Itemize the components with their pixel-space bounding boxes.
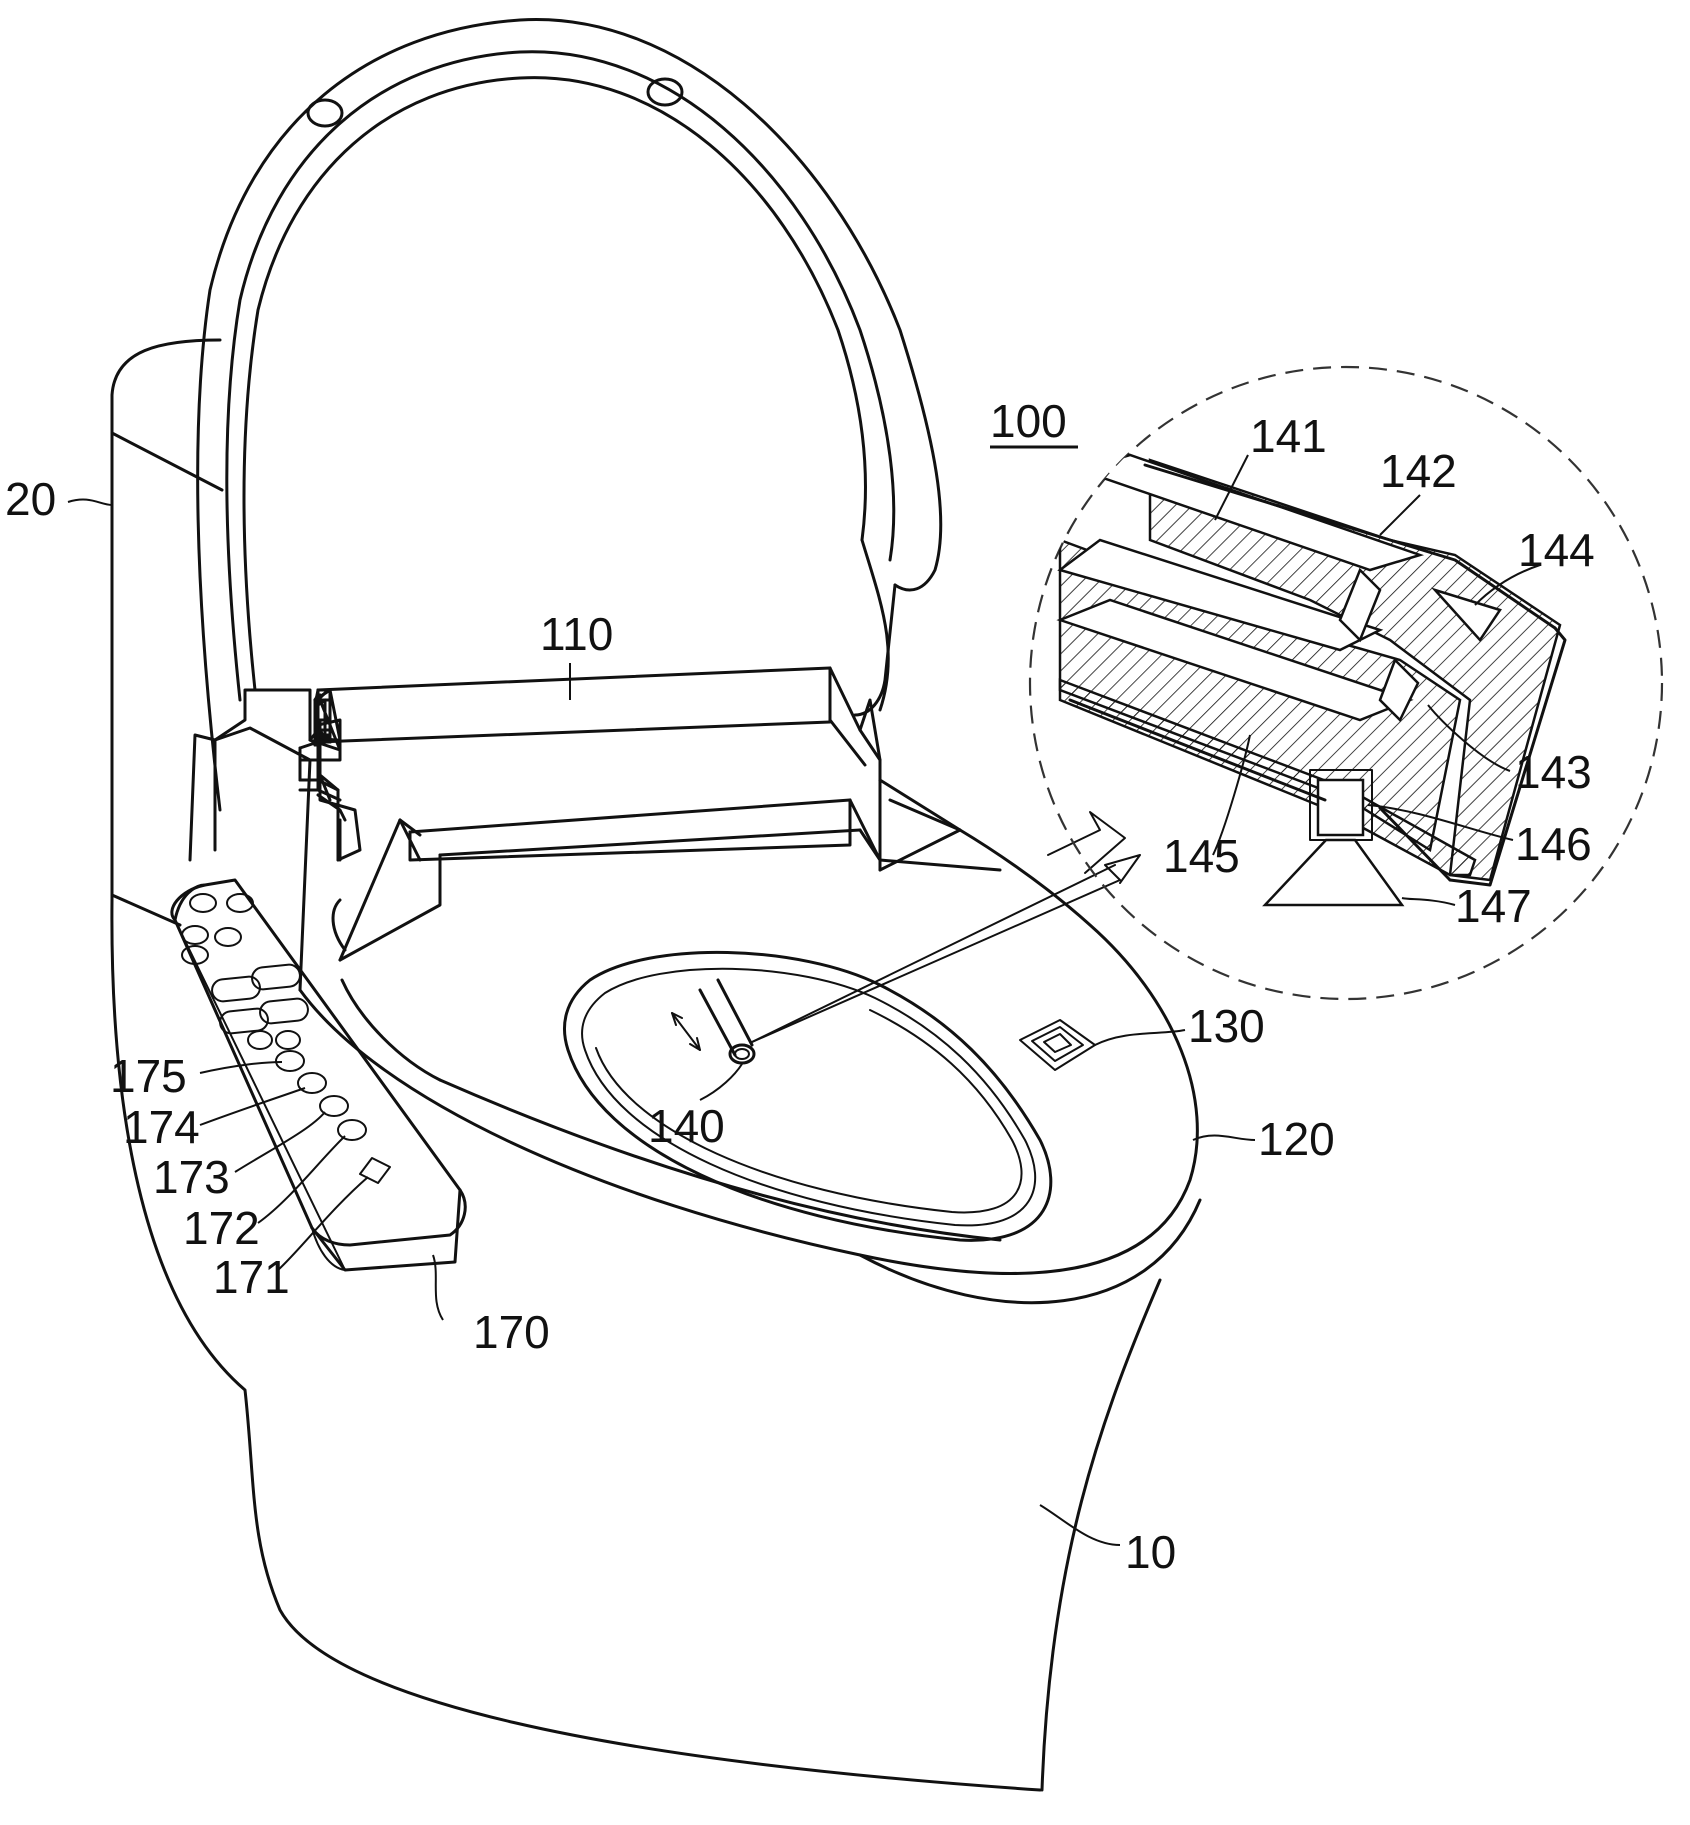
outlet-146 — [1316, 778, 1365, 837]
toilet-seat — [188, 726, 1202, 1305]
label-172: 172 — [183, 1202, 260, 1254]
button-175 — [275, 1050, 305, 1072]
water-tank — [110, 338, 224, 927]
leader-143 — [1427, 704, 1511, 772]
leader-174 — [199, 1087, 306, 1126]
label-141: 141 — [1250, 410, 1327, 462]
control-panel — [170, 878, 467, 1272]
label-145: 145 — [1163, 830, 1240, 882]
leader-171 — [277, 1176, 369, 1271]
leader-130 — [1094, 1029, 1186, 1046]
nozzle — [671, 978, 756, 1065]
leader-10 — [1039, 1504, 1121, 1546]
label-110: 110 — [540, 608, 613, 660]
button-171 — [359, 1157, 391, 1184]
label-174: 174 — [123, 1101, 200, 1153]
leader-120 — [1192, 1134, 1256, 1141]
label-175: 175 — [110, 1050, 187, 1102]
leader-141 — [1214, 454, 1249, 521]
leader-146 — [1367, 804, 1514, 841]
label-130: 130 — [1188, 1000, 1265, 1052]
leader-147 — [1401, 897, 1456, 906]
detail-arrow — [751, 811, 1141, 1043]
lid-hinge-hole-right — [646, 77, 684, 107]
label-170: 170 — [473, 1306, 550, 1358]
reference-labels: 20 100 110 120 130 140 10 170 171 172 17… — [5, 395, 1595, 1578]
detail-circle — [1028, 365, 1664, 1001]
label-147: 147 — [1455, 880, 1532, 932]
leader-145 — [1212, 734, 1251, 856]
label-140: 140 — [648, 1100, 725, 1152]
leader-170 — [432, 1254, 444, 1321]
label-120: 120 — [1258, 1113, 1335, 1165]
leader-lines — [67, 454, 1541, 1546]
label-171: 171 — [213, 1251, 290, 1303]
button-172 — [337, 1119, 367, 1141]
label-100: 100 — [990, 395, 1067, 447]
seat-lid — [196, 18, 943, 812]
leader-144 — [1474, 564, 1541, 606]
leader-173 — [234, 1111, 326, 1173]
leader-172 — [257, 1135, 346, 1224]
label-143: 143 — [1515, 746, 1592, 798]
leader-175 — [199, 1061, 283, 1074]
label-146: 146 — [1515, 818, 1592, 870]
leader-142 — [1379, 494, 1421, 536]
lid-hinge-hole-left — [306, 98, 344, 128]
label-142: 142 — [1380, 445, 1457, 497]
sensor — [1019, 1019, 1096, 1071]
toilet-bowl — [110, 898, 1162, 1792]
seat-body-housing — [213, 688, 362, 862]
label-20: 20 — [5, 473, 56, 525]
nozzle-detail-view — [1028, 365, 1664, 1001]
button-173 — [319, 1095, 349, 1117]
button-174 — [297, 1072, 327, 1094]
leader-20 — [67, 498, 113, 506]
seat-body-top — [313, 666, 1002, 962]
control-buttons — [181, 893, 391, 1184]
label-173: 173 — [153, 1151, 230, 1203]
label-144: 144 — [1518, 524, 1595, 576]
nozzle-tip-147 — [1262, 838, 1405, 907]
label-10: 10 — [1125, 1526, 1176, 1578]
leader-140 — [699, 1063, 743, 1101]
